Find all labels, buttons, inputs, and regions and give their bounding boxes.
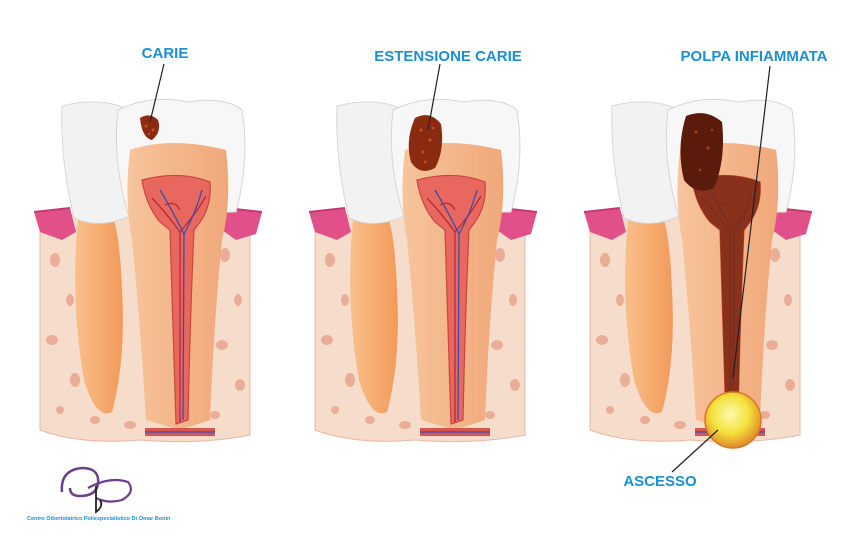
tooth-2-caries-extension: [308, 98, 538, 443]
leader-carie: [149, 63, 165, 123]
abscess: [704, 391, 762, 449]
tooth-1-caries: [33, 98, 263, 443]
label-estensione-carie: ESTENSIONE CARIE: [374, 48, 522, 65]
leader-polpa-infiammata: [732, 65, 771, 379]
tooth-3-inflamed-pulp: [583, 98, 813, 443]
clinic-logo: Centro Odontoiatrico Poliespecialistico …: [27, 466, 171, 522]
label-carie: CARIE: [142, 45, 189, 62]
leader-estensione-carie: [427, 63, 441, 131]
logo-caption: Centro Odontoiatrico Poliespecialistico …: [27, 516, 171, 522]
label-ascesso: ASCESSO: [623, 473, 697, 490]
leader-ascesso: [671, 429, 719, 473]
label-polpa-infiammata: POLPA INFIAMMATA: [681, 48, 828, 65]
